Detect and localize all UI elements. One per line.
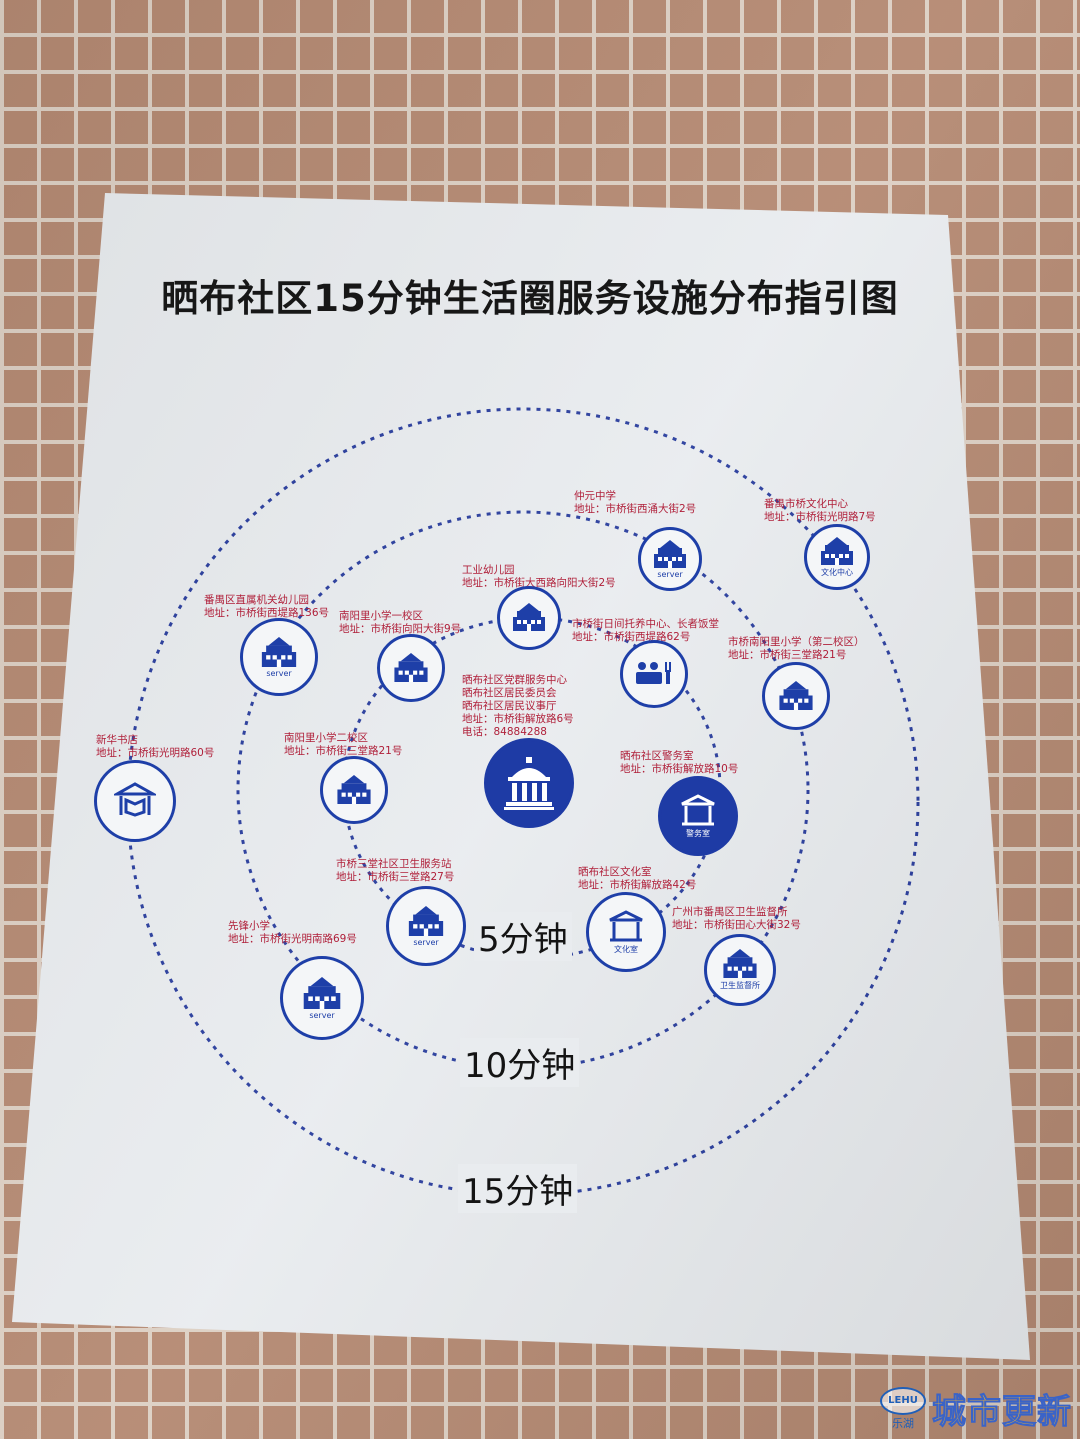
school-icon [320, 756, 388, 824]
facility-label-8: 南阳里小学二校区地址：市桥街三堂路21号 [284, 732, 403, 757]
school-icon: 文化中心 [804, 524, 870, 590]
school-icon: 卫生监督所 [704, 934, 776, 1006]
ring-label-5: 5分钟 [474, 912, 572, 961]
facility-label-0: 仲元中学地址：市桥街西涌大街2号 [574, 490, 697, 515]
clinic-icon: server [386, 886, 466, 966]
watermark-text: 城市更新 [932, 1392, 1072, 1433]
facility-label-7: 新华书店地址：市桥街光明路60号 [96, 734, 215, 759]
facility-label-11: 晒布社区文化室地址：市桥街解放路42号 [578, 866, 697, 891]
page-title: 晒布社区15分钟生活圈服务设施分布指引图 [161, 277, 899, 320]
government-building-icon [484, 738, 574, 828]
facility-label-13: 先锋小学地址：市桥街光明南路69号 [228, 920, 357, 945]
facility-label-6: 市桥南阳里小学（第二校区）地址：市桥街三堂路21号 [728, 636, 865, 661]
ring-label-15: 15分钟 [458, 1164, 578, 1213]
facility-label-9: 晒布社区警务室地址：市桥街解放路10号 [620, 750, 739, 775]
school-icon: server [240, 618, 318, 696]
facility-label-3: 番禺区直属机关幼儿园地址：市桥街西堤路136号 [204, 594, 330, 619]
school-icon [497, 586, 561, 650]
police-station-icon: 警务室 [658, 776, 738, 856]
school-icon [377, 634, 445, 702]
center-label: 晒布社区党群服务中心晒布社区居民委员会晒布社区居民议事厅地址：市桥街解放路6号电… [462, 674, 574, 738]
facility-label-10: 市桥三堂社区卫生服务站地址：市桥街三堂路27号 [336, 858, 455, 883]
ring-15-min [126, 407, 920, 1197]
school-icon: server [280, 956, 364, 1040]
watermark-logo: LEHU 乐湖 [880, 1386, 926, 1431]
dining-icon [620, 640, 688, 708]
school-icon [762, 662, 830, 730]
facility-label-2: 工业幼儿园地址：市桥街大西路向阳大街2号 [462, 564, 616, 589]
bookstore-icon [94, 760, 176, 842]
school-icon: server [638, 527, 702, 591]
facility-label-12: 广州市番禺区卫生监督所地址：市桥街田心大街32号 [672, 906, 801, 931]
facility-label-4: 南阳里小学一校区地址：市桥街向阳大街9号 [339, 610, 462, 635]
watermark: LEHU 乐湖 城市更新 [880, 1384, 1072, 1433]
pavilion-icon: 文化室 [586, 892, 666, 972]
facility-label-1: 番禺市桥文化中心地址：市桥街光明路7号 [764, 498, 876, 523]
ring-label-10: 10分钟 [460, 1038, 580, 1087]
